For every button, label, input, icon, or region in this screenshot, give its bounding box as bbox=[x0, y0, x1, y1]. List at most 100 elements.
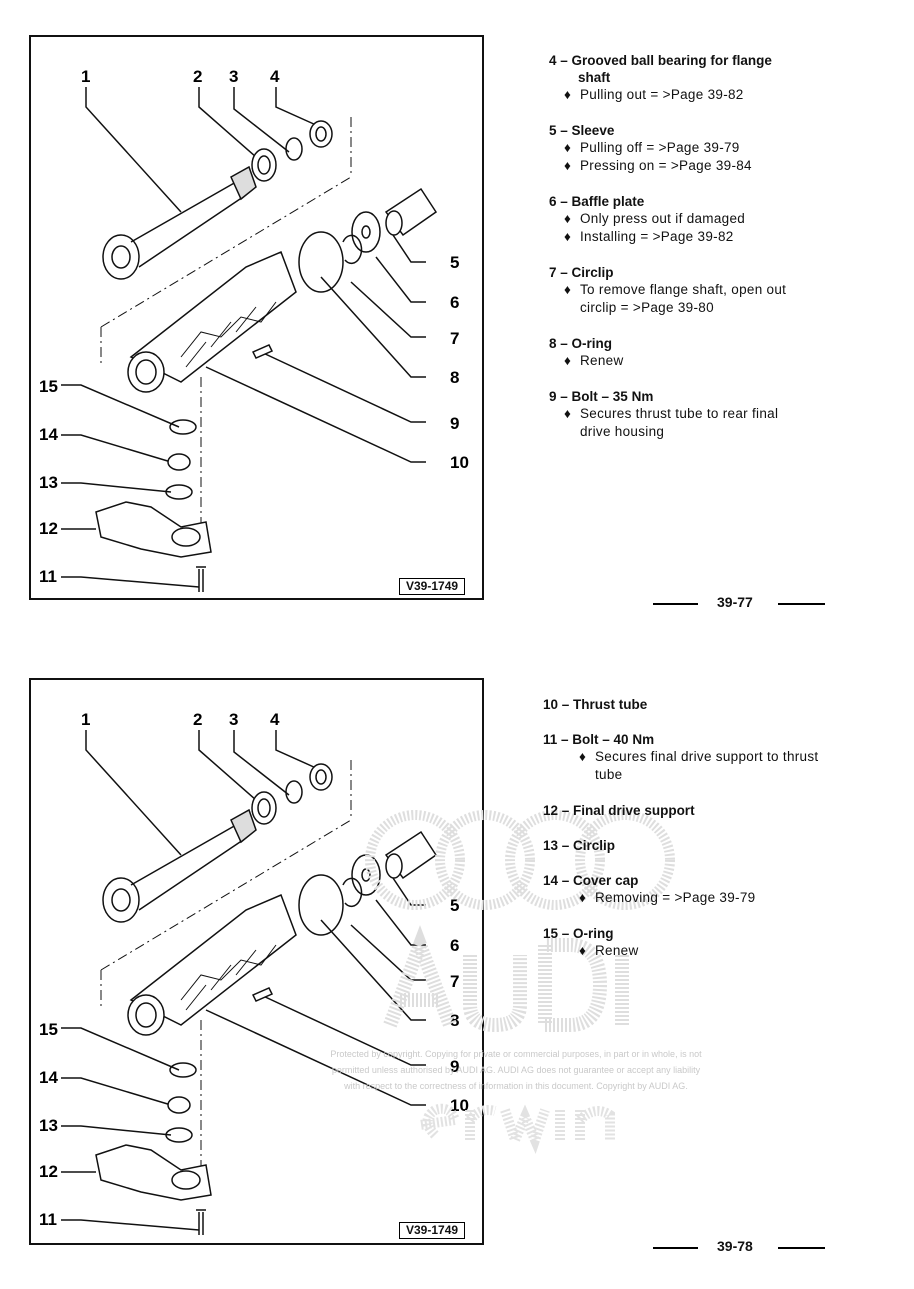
diamond-bullet-icon: ♦ bbox=[564, 282, 572, 297]
item-number: 8 – bbox=[549, 336, 568, 351]
legend-item-13: 13 – Circlip bbox=[543, 837, 843, 854]
callout-4: 4 bbox=[270, 67, 280, 86]
bullet-text: Removing = >Page 39-79 bbox=[595, 890, 756, 905]
page-number: 39-77 bbox=[717, 594, 753, 610]
bullet-text: Secures final drive support to thrust tu… bbox=[595, 749, 819, 782]
item-title: Thrust tube bbox=[573, 697, 648, 712]
legend-page2: 10 – Thrust tube 11 – Bolt – 40 Nm ♦ Secu… bbox=[543, 696, 843, 978]
legend-item-10: 10 – Thrust tube bbox=[543, 696, 843, 713]
legend-item-9: 9 – Bolt – 35 Nm ♦ Secures thrust tube to… bbox=[549, 388, 849, 441]
item-title: Circlip bbox=[573, 838, 616, 853]
diamond-bullet-icon: ♦ bbox=[564, 353, 572, 368]
item-title: Baffle plate bbox=[571, 194, 645, 209]
bullet-text: Secures thrust tube to rear final drive … bbox=[580, 406, 779, 439]
callout-5: 5 bbox=[450, 253, 460, 272]
legend-bullet: ♦Removing = >Page 39-79 bbox=[543, 889, 843, 907]
callout-14: 14 bbox=[39, 1068, 58, 1087]
legend-item-6: 6 – Baffle plate ♦ Only press out if dama… bbox=[549, 193, 849, 246]
thrust-tube-exploded-drawing bbox=[61, 730, 438, 1235]
notice-line: Protected by copyright. Copying for priv… bbox=[330, 1049, 702, 1059]
diamond-bullet-icon: ♦ bbox=[564, 158, 572, 173]
callout-13: 13 bbox=[39, 473, 58, 492]
item-number: 14 – bbox=[543, 873, 570, 888]
callout-13: 13 bbox=[39, 1116, 58, 1135]
callout-11: 11 bbox=[39, 1210, 57, 1229]
callout-6: 6 bbox=[450, 293, 460, 312]
callout-15: 15 bbox=[39, 377, 58, 396]
legend-bullet: ♦ Pulling out = >Page 39-82 bbox=[549, 86, 849, 104]
callout-15: 15 bbox=[39, 1020, 58, 1039]
legend-item-14: 14 – Cover cap ♦Removing = >Page 39-79 bbox=[543, 872, 843, 907]
bullet-text: To remove flange shaft, open out circlip… bbox=[580, 282, 787, 315]
item-number: 11 – bbox=[543, 732, 569, 747]
callout-6: 6 bbox=[450, 936, 460, 955]
diamond-bullet-icon: ♦ bbox=[579, 749, 587, 764]
callout-7: 7 bbox=[450, 972, 460, 991]
item-number: 6 – bbox=[549, 194, 568, 209]
callout-9: 9 bbox=[450, 414, 460, 433]
legend-page1: 4 – Grooved ball bearing for flange shaf… bbox=[549, 52, 849, 459]
item-number: 4 – bbox=[549, 53, 568, 68]
callout-9: 9 bbox=[450, 1057, 460, 1076]
item-number: 15 – bbox=[543, 926, 570, 941]
page-footer-2: 39-78 bbox=[653, 1238, 826, 1258]
callout-11: 11 bbox=[39, 567, 57, 586]
callout-14: 14 bbox=[39, 425, 58, 444]
legend-item-8: 8 – O-ring ♦ Renew bbox=[549, 335, 849, 370]
callout-8: 8 bbox=[450, 1011, 460, 1030]
callout-1: 1 bbox=[81, 710, 91, 729]
thrust-tube-exploded-drawing bbox=[61, 87, 438, 592]
exploded-view-figure-page1: 1 2 3 4 5 6 7 8 9 10 15 14 13 12 11 V39-… bbox=[29, 35, 484, 600]
legend-bullet: ♦ Renew bbox=[543, 942, 843, 960]
item-number: 7 – bbox=[549, 265, 568, 280]
footer-rule bbox=[653, 603, 698, 605]
callout-8: 8 bbox=[450, 368, 460, 387]
bullet-text: Only press out if damaged bbox=[580, 211, 746, 226]
legend-item-7: 7 – Circlip ♦To remove flange shaft, ope… bbox=[549, 264, 849, 317]
diamond-bullet-icon: ♦ bbox=[564, 229, 572, 244]
item-title: Cover cap bbox=[573, 873, 639, 888]
item-number: 10 – bbox=[543, 697, 570, 712]
bullet-text: Pulling out = >Page 39-82 bbox=[580, 87, 744, 102]
item-title: O-ring bbox=[571, 336, 613, 351]
bullet-text: Renew bbox=[580, 353, 624, 368]
bullet-text: Installing = >Page 39-82 bbox=[580, 229, 734, 244]
diamond-bullet-icon: ♦ bbox=[579, 943, 587, 958]
item-title: Final drive support bbox=[573, 803, 695, 818]
callout-7: 7 bbox=[450, 329, 460, 348]
callout-10: 10 bbox=[450, 453, 469, 472]
item-number: 13 – bbox=[543, 838, 570, 853]
diamond-bullet-icon: ♦ bbox=[564, 211, 572, 226]
callout-12: 12 bbox=[39, 519, 58, 538]
bullet-text: Renew bbox=[595, 943, 639, 958]
item-title: Bolt – 35 Nm bbox=[571, 389, 654, 404]
legend-bullet: ♦ Secures thrust tube to rear final drive… bbox=[549, 405, 795, 441]
legend-bullet: ♦Pulling off = >Page 39-79 bbox=[549, 139, 849, 157]
item-title: O-ring bbox=[573, 926, 614, 941]
diamond-bullet-icon: ♦ bbox=[564, 87, 572, 102]
footer-rule bbox=[778, 1247, 825, 1249]
callout-4: 4 bbox=[270, 710, 280, 729]
copyright-notice: Protected by copyright. Copying for priv… bbox=[316, 1046, 716, 1094]
notice-line: with respect to the correctness of infor… bbox=[344, 1081, 688, 1091]
diamond-bullet-icon: ♦ bbox=[564, 140, 572, 155]
item-title: Bolt – 40 Nm bbox=[572, 732, 655, 747]
exploded-view-figure-page2: 1 2 3 4 5 6 7 8 9 10 15 14 13 12 11 V39-… bbox=[29, 678, 484, 1245]
footer-rule bbox=[653, 1247, 698, 1249]
legend-item-11: 11 – Bolt – 40 Nm ♦ Secures final drive s… bbox=[543, 731, 843, 784]
item-title-cont: shaft bbox=[578, 70, 611, 85]
legend-bullet: ♦ Renew bbox=[549, 352, 849, 370]
callout-2: 2 bbox=[193, 67, 203, 86]
page-number: 39-78 bbox=[717, 1238, 753, 1254]
callout-5: 5 bbox=[450, 896, 460, 915]
legend-item-15: 15 – O-ring ♦ Renew bbox=[543, 925, 843, 960]
diamond-bullet-icon: ♦ bbox=[564, 406, 572, 421]
item-number: 12 – bbox=[543, 803, 570, 818]
legend-bullet: ♦ Only press out if damaged bbox=[549, 210, 849, 228]
figure-reference: V39-1749 bbox=[399, 578, 466, 595]
callout-1: 1 bbox=[81, 67, 91, 86]
legend-item-4: 4 – Grooved ball bearing for flange shaf… bbox=[549, 52, 849, 104]
figure-reference: V39-1749 bbox=[399, 1222, 466, 1239]
item-number: 9 – bbox=[549, 389, 568, 404]
footer-rule bbox=[778, 603, 825, 605]
